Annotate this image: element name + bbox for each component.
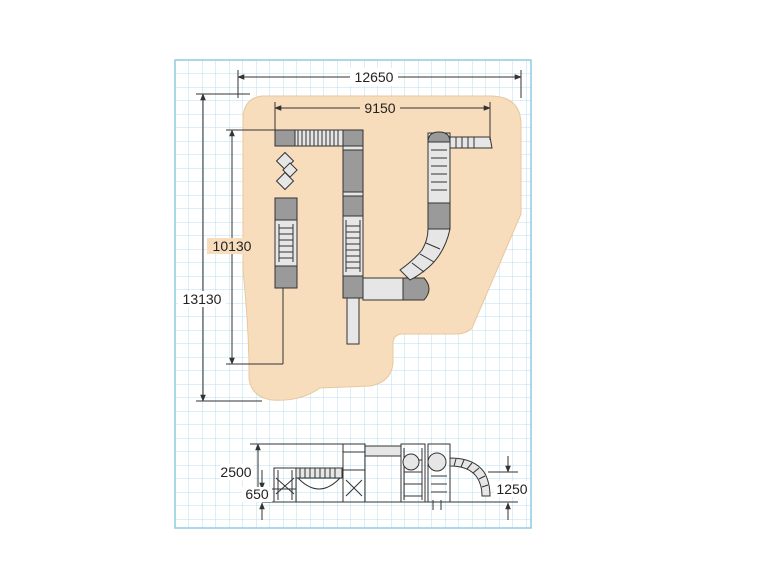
bridge-to-slide — [362, 277, 404, 301]
dim-total-height: 2500 — [220, 464, 251, 480]
elevation-view: 2500 650 1250 — [220, 443, 530, 520]
ladder-left — [274, 197, 298, 289]
climbing-elements — [275, 151, 298, 191]
elevation-structure — [273, 443, 491, 510]
slide-base — [402, 277, 430, 301]
tube-slide — [399, 131, 493, 281]
dim-overall-height: 13130 — [183, 291, 222, 307]
elevation-dimensions: 2500 650 1250 — [220, 443, 530, 520]
dim-inner-width: 9150 — [364, 100, 395, 116]
dim-overall-width: 12650 — [355, 69, 394, 85]
tower-center — [342, 145, 364, 345]
dim-slide-height: 1250 — [496, 481, 527, 497]
play-area-outline — [242, 95, 522, 401]
plan-dimensions: 12650 9150 10130 13130 — [178, 68, 522, 402]
dim-inner-height: 10130 — [213, 238, 252, 254]
plan-view: 12650 9150 10130 13130 — [178, 68, 522, 402]
dim-deck-height: 650 — [245, 486, 269, 502]
deck-run-horizontal — [274, 129, 364, 147]
